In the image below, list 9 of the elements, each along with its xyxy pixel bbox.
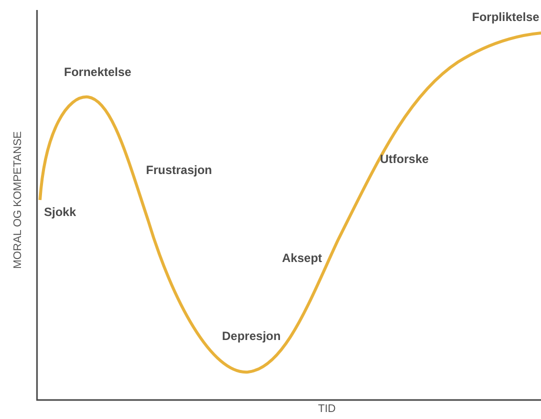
stage-label: Utforske <box>380 152 429 166</box>
stage-label: Aksept <box>282 251 322 265</box>
axis-title: TID <box>318 403 336 415</box>
stage-label: Fornektelse <box>64 65 132 79</box>
axis-title: MORAL OG KOMPETANSE <box>12 131 24 269</box>
stage-label: Frustrasjon <box>146 163 212 177</box>
stage-label: Forpliktelse <box>472 10 540 24</box>
stage-label: Sjokk <box>44 205 76 219</box>
stage-label: Depresjon <box>222 329 281 343</box>
